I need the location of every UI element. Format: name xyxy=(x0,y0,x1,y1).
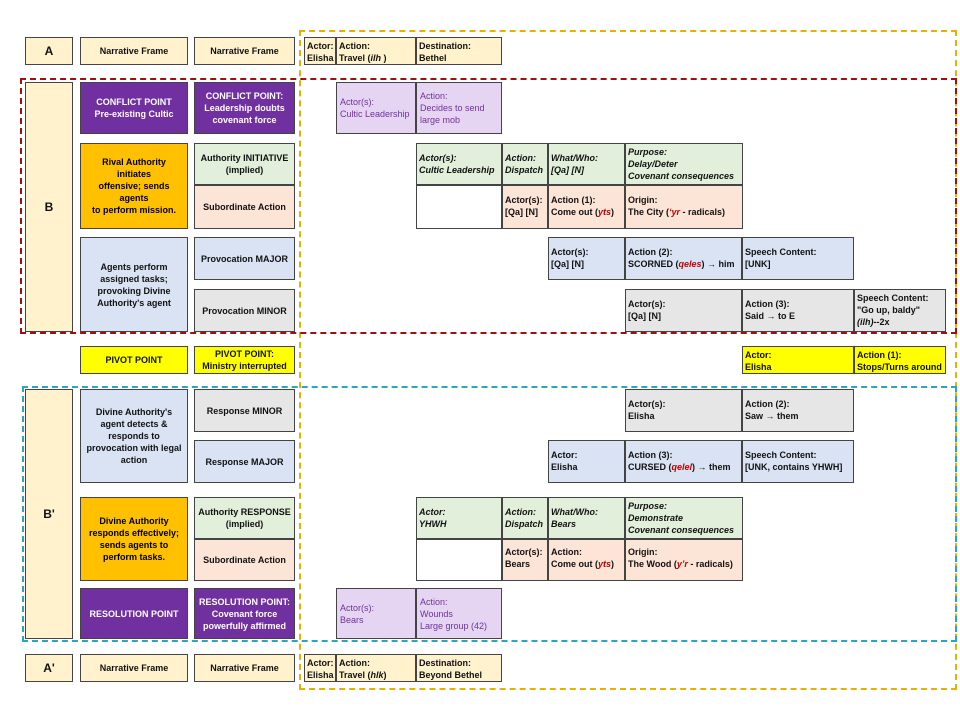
row-label-a: A xyxy=(25,37,73,65)
sa-empty-cell xyxy=(416,185,502,229)
conflict-point-right: CONFLICT POINT: Leadership doubts covena… xyxy=(194,82,295,134)
ar-purpose-cell: Purpose: Demonstrate Covenant consequenc… xyxy=(625,497,743,539)
bs-empty-cell xyxy=(416,539,502,581)
row-label-a-prime: A' xyxy=(25,654,73,682)
sa-actor-cell: Actor(s): [Qa] [N] xyxy=(502,185,548,229)
ai-action-cell: Action: Dispatch xyxy=(502,143,548,185)
narrative-frame-right: Narrative Frame xyxy=(194,37,295,65)
ap-action-cell: Action:Travel (hlk) xyxy=(336,654,416,682)
row-label-b-prime: B' xyxy=(25,389,73,639)
rs-actor-cell: Actor(s): Bears xyxy=(336,588,416,639)
rj-speech-cell: Speech Content: [UNK, contains YHWH] xyxy=(742,440,854,483)
ar-what-cell: What/Who: Bears xyxy=(548,497,625,539)
narrative-frame-left-2: Narrative Frame xyxy=(80,654,188,682)
subordinate-action-label: Subordinate Action xyxy=(194,185,295,229)
sa-origin-cell: Origin:The City (‘yr - radicals) xyxy=(625,185,743,229)
ar-actor-cell: Actor: YHWH xyxy=(416,497,502,539)
rn-actor-cell: Actor(s): Elisha xyxy=(625,389,742,432)
authority-response-label: Authority RESPONSE (implied) xyxy=(194,497,295,539)
a-action-cell: Action:Travel (ilh ) xyxy=(336,37,416,65)
authority-initiative-label: Authority INITIATIVE (implied) xyxy=(194,143,295,185)
bs-action-cell: Action:Come out (yts) xyxy=(548,539,625,581)
pivot-point-right: PIVOT POINT: Ministry interrupted xyxy=(194,346,295,374)
ar-action-cell: Action: Dispatch xyxy=(502,497,548,539)
ai-purpose-cell: Purpose: Delay/Deter Covenant consequenc… xyxy=(625,143,743,185)
rj-action-cell: Action (3):CURSED (qelel) → them xyxy=(625,440,742,483)
provocation-major-label: Provocation MAJOR xyxy=(194,237,295,280)
narrative-frame-left: Narrative Frame xyxy=(80,37,188,65)
narrative-frame-right-2: Narrative Frame xyxy=(194,654,295,682)
pv-actor-cell: Actor: Elisha xyxy=(742,346,854,374)
rs-action-cell: Action: Wounds Large group (42) xyxy=(416,588,502,639)
resolution-point-right: RESOLUTION POINT: Covenant force powerfu… xyxy=(194,588,295,639)
ai-what-cell: What/Who: [Qa] [N] xyxy=(548,143,625,185)
pm-actor-cell: Actor(s): [Qa] [N] xyxy=(548,237,625,280)
cl-actor-cell: Actor(s): Cultic Leadership xyxy=(336,82,416,134)
response-minor-label: Response MINOR xyxy=(194,389,295,432)
pivot-point-left: PIVOT POINT xyxy=(80,346,188,374)
bs-actor-cell: Actor(s): Bears xyxy=(502,539,548,581)
resolution-point-left: RESOLUTION POINT xyxy=(80,588,188,639)
provocation-minor-label: Provocation MINOR xyxy=(194,289,295,332)
bs-origin-cell: Origin:The Wood (y’r - radicals) xyxy=(625,539,743,581)
rj-actor-cell: Actor: Elisha xyxy=(548,440,625,483)
rival-authority-label: Rival Authority initiates offensive; sen… xyxy=(80,143,188,229)
a-actor-cell: Actor: Elisha xyxy=(304,37,336,65)
ai-actor-cell: Actor(s): Cultic Leadership xyxy=(416,143,502,185)
pn-action-cell: Action (3): Said → to E xyxy=(742,289,854,332)
pv-action-cell: Action (1): Stops/Turns around xyxy=(854,346,946,374)
pn-actor-cell: Actor(s): [Qa] [N] xyxy=(625,289,742,332)
a-destination-cell: Destination: Bethel xyxy=(416,37,502,65)
subordinate-action-label-2: Subordinate Action xyxy=(194,539,295,581)
conflict-point-left: CONFLICT POINT Pre-existing Cultic xyxy=(80,82,188,134)
ap-destination-cell: Destination: Beyond Bethel xyxy=(416,654,502,682)
sa-action-cell: Action (1):Come out (yts) xyxy=(548,185,625,229)
ap-actor-cell: Actor: Elisha xyxy=(304,654,336,682)
pn-speech-cell: Speech Content:"Go up, baldy"(ilh)--2x xyxy=(854,289,946,332)
rn-action-cell: Action (2): Saw → them xyxy=(742,389,854,432)
agents-perform-label: Agents perform assigned tasks; provoking… xyxy=(80,237,188,332)
response-major-label: Response MAJOR xyxy=(194,440,295,483)
cl-action-cell: Action: Decides to send large mob xyxy=(416,82,502,134)
divine-detects-label: Divine Authority's agent detects & respo… xyxy=(80,389,188,483)
divine-responds-label: Divine Authority responds effectively; s… xyxy=(80,497,188,581)
row-label-b: B xyxy=(25,82,73,332)
pm-action-cell: Action (2):SCORNED (qeles) → him xyxy=(625,237,742,280)
pm-speech-cell: Speech Content: [UNK] xyxy=(742,237,854,280)
